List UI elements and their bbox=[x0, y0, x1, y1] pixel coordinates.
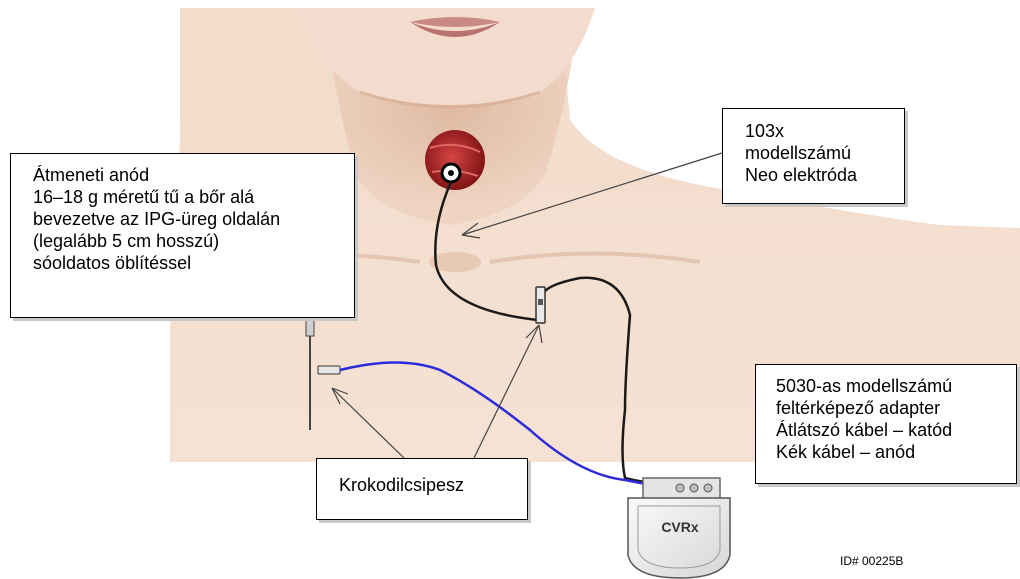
anode-line-1: Átmeneti anód bbox=[33, 164, 354, 186]
image-id-label: ID# 00225B bbox=[840, 554, 903, 568]
adapter-line-4: Kék kábel – anód bbox=[776, 441, 1016, 463]
alligator-clip-connector bbox=[536, 287, 545, 323]
electrode-line-3: Neo elektróda bbox=[745, 164, 904, 186]
anode-line-3: bevezetve az IPG-üreg oldalán bbox=[33, 208, 354, 230]
anode-line-2: 16–18 g méretű tű a bőr alá bbox=[33, 186, 354, 208]
mapping-adapter-callout: 5030-as modellszámú feltérképező adapter… bbox=[755, 364, 1017, 484]
adapter-line-2: feltérképező adapter bbox=[776, 397, 1016, 419]
device-brand-label: CVRx bbox=[661, 519, 699, 535]
ipg-device: CVRx bbox=[628, 478, 730, 578]
anode-line-5: sóoldatos öblítéssel bbox=[33, 252, 354, 274]
anode-line-4: (legalább 5 cm hosszú) bbox=[33, 230, 354, 252]
adapter-line-3: Átlátszó kábel – katód bbox=[776, 419, 1016, 441]
clip-label: Krokodilcsipesz bbox=[339, 474, 527, 496]
electrode-line-2: modellszámú bbox=[745, 142, 904, 164]
electrode-callout: 103x modellszámú Neo elektróda bbox=[722, 108, 905, 204]
temporary-anode-callout: Átmeneti anód 16–18 g méretű tű a bőr al… bbox=[10, 153, 355, 318]
carotid-artery-closeup bbox=[425, 130, 485, 190]
alligator-clip-callout: Krokodilcsipesz bbox=[316, 458, 528, 520]
adapter-line-1: 5030-as modellszámú bbox=[776, 375, 1016, 397]
electrode-line-1: 103x bbox=[745, 120, 904, 142]
